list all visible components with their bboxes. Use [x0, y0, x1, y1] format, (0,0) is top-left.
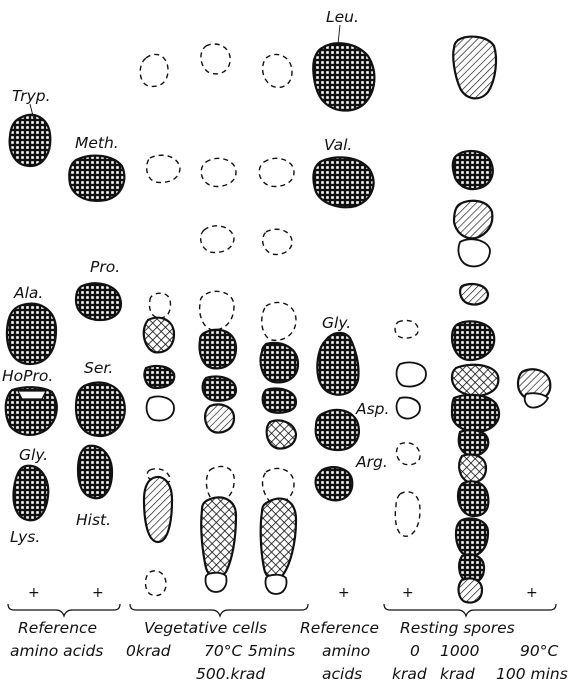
brace-reference-left [8, 604, 120, 616]
caption-vegetative-lane2b: 5mins [248, 642, 295, 660]
spot-leu [313, 43, 374, 110]
label-val: Val. [324, 136, 352, 154]
label-gly-right: Gly. [322, 314, 351, 332]
label-lys: Lys. [10, 528, 40, 546]
brace-resting [384, 604, 556, 616]
origin-mark: + [92, 585, 104, 601]
caption-resting-lane3a: 90°C [520, 642, 558, 660]
label-hopro: HoPro. [2, 367, 53, 385]
spot-tryp [10, 115, 51, 166]
caption-resting-title: Resting spores [400, 619, 515, 637]
spot-ser [76, 383, 125, 436]
vegetative-lane-2 [200, 44, 237, 592]
spot-meth [69, 156, 124, 201]
caption-reference-right-line2b: acids [322, 665, 362, 683]
caption-vegetative-lane3: 500.krad [196, 665, 265, 683]
caption-resting-lane2a: 1000 [440, 642, 480, 660]
reference-right-lane [313, 43, 374, 500]
origin-mark: + [402, 585, 414, 601]
spot-val [313, 157, 373, 207]
leader-leu [338, 25, 340, 44]
label-ser: Ser. [84, 359, 113, 377]
spot-gly-right [317, 333, 358, 395]
group-braces [8, 604, 556, 616]
spot-pro [76, 283, 121, 320]
caption-vegetative-title: Vegetative cells [144, 619, 267, 637]
origin-mark: + [526, 585, 538, 601]
label-hist: Hist. [76, 511, 111, 529]
spot-ala [7, 304, 56, 364]
caption-resting-lane3b: 100 mins [496, 665, 568, 683]
spot-arg [316, 467, 353, 500]
label-pro: Pro. [90, 258, 120, 276]
label-gly-left: Gly. [19, 446, 48, 464]
spot-hist [78, 446, 112, 498]
reference-left-lane-2 [69, 156, 125, 499]
caption-vegetative-lane2a: 70°C [204, 642, 242, 660]
label-leu: Leu. [326, 8, 359, 26]
caption-resting-lane1a: 0 [410, 642, 420, 660]
resting-lane-1 [395, 320, 426, 536]
resting-lane-2 [452, 37, 499, 603]
label-arg: Arg. [355, 453, 388, 471]
caption-reference-right-line1: Reference [300, 619, 379, 637]
spot-lys [14, 466, 49, 520]
label-ala: Ala. [13, 284, 43, 302]
group-captions: Reference amino acids Vegetative cells 0… [10, 619, 568, 683]
label-tryp: Tryp. [12, 87, 51, 105]
spot-hopro-white-band [18, 391, 46, 399]
resting-lane-3 [518, 369, 550, 407]
label-asp: Asp. [355, 400, 389, 418]
caption-vegetative-lane1: 0krad [126, 642, 171, 660]
vegetative-lane-1 [140, 54, 180, 595]
brace-vegetative [130, 604, 308, 616]
caption-reference-right-line2a: amino [322, 642, 370, 660]
origin-mark: + [338, 585, 350, 601]
spot-asp [316, 410, 359, 450]
origin-mark: + [28, 585, 40, 601]
vegetative-lane-3 [259, 54, 298, 594]
label-meth: Meth. [75, 134, 119, 152]
caption-reference-left-line1: Reference [18, 619, 97, 637]
caption-resting-lane1b: krad [392, 665, 427, 683]
caption-reference-left-line2: amino acids [10, 642, 103, 660]
caption-resting-lane2b: krad [440, 665, 475, 683]
